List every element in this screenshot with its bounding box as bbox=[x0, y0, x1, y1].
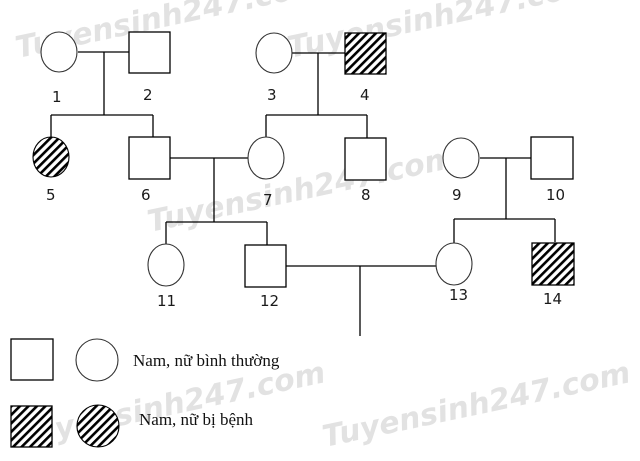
svg-text:13: 13 bbox=[449, 286, 468, 304]
individual-14: 14 bbox=[531, 242, 575, 308]
svg-text:9: 9 bbox=[452, 186, 462, 204]
individual-13: 13 bbox=[435, 242, 473, 304]
legend-male-normal-icon bbox=[10, 338, 54, 381]
individual-6: 6 bbox=[128, 136, 171, 204]
male-normal-symbol bbox=[244, 244, 287, 288]
male-affected-symbol bbox=[344, 32, 387, 75]
svg-text:11: 11 bbox=[157, 292, 176, 310]
svg-text:1: 1 bbox=[52, 88, 62, 106]
male-normal-symbol bbox=[128, 31, 171, 74]
legend: Nam, nữ bình thường Nam, nữ bị bệnh bbox=[10, 338, 280, 448]
female-normal-symbol bbox=[255, 32, 293, 74]
individual-7: 7 bbox=[247, 136, 285, 209]
svg-text:2: 2 bbox=[143, 86, 153, 104]
female-normal-symbol bbox=[247, 136, 285, 180]
individual-11: 11 bbox=[147, 243, 185, 310]
individual-12: 12 bbox=[244, 244, 287, 310]
watermark: Tuyensinh247.com Tuyensinh247.com Tuyens… bbox=[12, 0, 633, 455]
female-normal-symbol bbox=[442, 137, 480, 179]
female-affected-symbol bbox=[32, 136, 70, 178]
individual-9: 9 bbox=[442, 137, 480, 204]
female-normal-symbol bbox=[40, 31, 78, 73]
individual-10: 10 bbox=[530, 136, 574, 204]
individual-5: 5 bbox=[32, 136, 70, 204]
svg-text:3: 3 bbox=[267, 86, 277, 104]
legend-affected-label: Nam, nữ bị bệnh bbox=[139, 410, 254, 429]
individual-2: 2 bbox=[128, 31, 171, 104]
legend-female-normal-icon bbox=[75, 338, 119, 382]
svg-text:Tuyensinh247.com: Tuyensinh247.com bbox=[14, 355, 328, 454]
individual-3: 3 bbox=[255, 32, 293, 104]
individual-4: 4 bbox=[344, 32, 387, 104]
svg-text:Tuyensinh247.com: Tuyensinh247.com bbox=[319, 355, 633, 454]
female-normal-symbol bbox=[435, 242, 473, 286]
svg-text:12: 12 bbox=[260, 292, 279, 310]
svg-text:14: 14 bbox=[543, 290, 562, 308]
male-affected-symbol bbox=[531, 242, 575, 286]
svg-text:4: 4 bbox=[360, 86, 370, 104]
connector-lines bbox=[50, 51, 556, 336]
legend-normal-label: Nam, nữ bình thường bbox=[133, 351, 280, 370]
svg-text:8: 8 bbox=[361, 186, 371, 204]
svg-text:7: 7 bbox=[263, 191, 273, 209]
male-normal-symbol bbox=[344, 137, 387, 181]
legend-female-affected-icon bbox=[76, 404, 120, 448]
svg-text:Tuyensinh247.com: Tuyensinh247.com bbox=[284, 0, 598, 66]
male-normal-symbol bbox=[530, 136, 574, 180]
male-normal-symbol bbox=[128, 136, 171, 180]
legend-male-affected-icon bbox=[10, 405, 53, 448]
svg-text:6: 6 bbox=[141, 186, 151, 204]
svg-text:10: 10 bbox=[546, 186, 565, 204]
svg-text:5: 5 bbox=[46, 186, 56, 204]
individual-8: 8 bbox=[344, 137, 387, 204]
svg-text:Tuyensinh247.com: Tuyensinh247.com bbox=[144, 140, 458, 239]
female-normal-symbol bbox=[147, 243, 185, 287]
individual-1: 1 bbox=[40, 31, 78, 106]
